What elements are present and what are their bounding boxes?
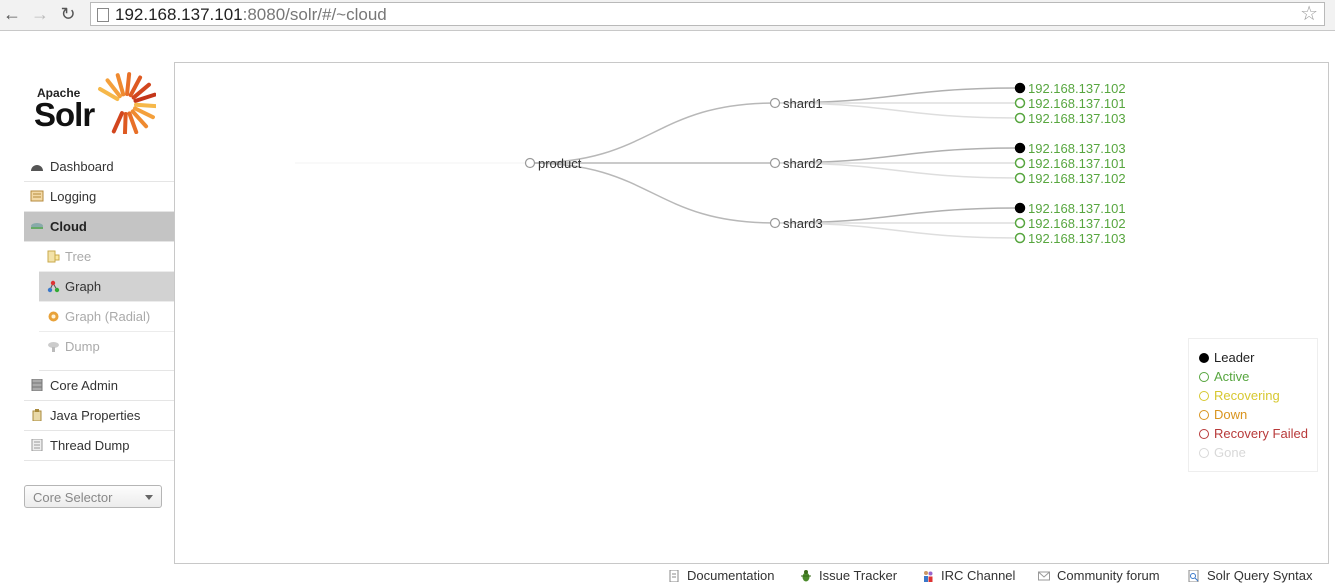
sidebar-item-logging[interactable]: Logging xyxy=(24,182,174,212)
bug-icon xyxy=(801,570,811,582)
legend-label: Gone xyxy=(1214,445,1246,460)
sidebar-subitem-dump[interactable]: Dump xyxy=(39,332,174,371)
sidebar-subitem-label: Graph xyxy=(65,279,102,294)
cloud-icon xyxy=(31,223,43,229)
replica-node[interactable] xyxy=(1014,97,1026,109)
footer-link-label: Solr Query Syntax xyxy=(1207,568,1313,583)
shard-node xyxy=(769,97,781,109)
logging-icon xyxy=(30,190,44,202)
java-properties-icon xyxy=(32,409,42,421)
shard-node xyxy=(769,217,781,229)
sidebar-item-java-properties[interactable]: Java Properties xyxy=(24,401,174,431)
replica-label[interactable]: 192.168.137.101 xyxy=(1028,201,1126,216)
sidebar-menu: Dashboard Logging Cloud Tree Graph Graph… xyxy=(24,152,174,461)
sidebar-item-core-admin[interactable]: Core Admin xyxy=(24,371,174,401)
chevron-down-icon xyxy=(145,495,153,500)
graph-icon xyxy=(47,280,60,293)
cloud-graph: productshard1192.168.137.102192.168.137.… xyxy=(295,81,1126,246)
replica-label[interactable]: 192.168.137.102 xyxy=(1028,216,1126,231)
sidebar-item-cloud[interactable]: Cloud xyxy=(24,212,174,242)
sidebar-subitem-tree[interactable]: Tree xyxy=(39,242,174,272)
sidebar-subitem-graph[interactable]: Graph xyxy=(39,272,174,302)
replica-label[interactable]: 192.168.137.103 xyxy=(1028,231,1126,246)
footer-links: Documentation Issue Tracker IRC Channel Com… xyxy=(0,566,1335,586)
legend-dot-icon xyxy=(1199,391,1209,401)
logo-apache-text: Apache xyxy=(37,86,81,100)
legend-label: Down xyxy=(1214,407,1248,422)
replica-node[interactable] xyxy=(1014,202,1026,214)
replica-label[interactable]: 192.168.137.103 xyxy=(1028,111,1126,126)
shard-label: shard1 xyxy=(783,96,823,111)
bookmark-star-icon[interactable]: ☆ xyxy=(1300,3,1318,25)
core-selector-label: Core Selector xyxy=(33,490,113,505)
legend-label: Active xyxy=(1214,369,1250,384)
replica-node[interactable] xyxy=(1014,232,1026,244)
core-selector-dropdown[interactable]: Core Selector xyxy=(24,485,162,508)
replica-label[interactable]: 192.168.137.101 xyxy=(1028,96,1126,111)
collection-label: product xyxy=(538,156,582,171)
replica-label[interactable]: 192.168.137.101 xyxy=(1028,156,1126,171)
collection-node xyxy=(524,157,536,169)
sidebar-item-label: Logging xyxy=(50,189,97,204)
tree-icon xyxy=(47,250,60,263)
browser-toolbar: ← → ↻ 192.168.137.101:8080/solr/#/~cloud… xyxy=(0,0,1335,31)
mail-icon xyxy=(1038,571,1050,581)
reload-icon[interactable]: ↻ xyxy=(60,4,76,24)
footer-link-label: Documentation xyxy=(687,568,775,583)
solr-logo[interactable]: Apache Solr xyxy=(34,70,159,134)
legend-dot-icon xyxy=(1199,410,1209,420)
footer-link-label: Community forum xyxy=(1057,568,1160,583)
back-arrow-icon[interactable]: ← xyxy=(3,4,21,24)
dashboard-icon xyxy=(31,165,43,171)
sidebar-subitem-label: Dump xyxy=(65,339,100,354)
legend-label: Leader xyxy=(1214,350,1255,365)
legend-label: Recovering xyxy=(1214,388,1280,403)
sun-rays-icon xyxy=(98,72,156,134)
shard-label: shard3 xyxy=(783,216,823,231)
replica-node[interactable] xyxy=(1014,172,1026,184)
sidebar-item-label: Cloud xyxy=(50,219,87,234)
shard-node xyxy=(769,157,781,169)
sidebar-subitem-label: Tree xyxy=(65,249,92,264)
sidebar-item-label: Java Properties xyxy=(50,408,141,423)
sidebar-subitem-label: Graph (Radial) xyxy=(65,309,151,324)
replica-node[interactable] xyxy=(1014,82,1026,94)
sidebar-item-label: Core Admin xyxy=(50,378,118,393)
shard-label: shard2 xyxy=(783,156,823,171)
legend-dot-icon xyxy=(1199,429,1209,439)
replica-label[interactable]: 192.168.137.102 xyxy=(1028,81,1126,96)
query-syntax-icon xyxy=(1188,570,1199,582)
page-icon xyxy=(97,8,109,22)
footer-link-label: IRC Channel xyxy=(941,568,1016,583)
legend-dot-icon xyxy=(1199,448,1209,458)
url-text: 192.168.137.101:8080/solr/#/~cloud xyxy=(115,5,387,24)
footer-link-label: Issue Tracker xyxy=(819,568,898,583)
sidebar-item-label: Dashboard xyxy=(50,159,114,174)
people-icon xyxy=(924,571,933,582)
dump-icon xyxy=(48,342,59,352)
address-bar[interactable]: 192.168.137.101:8080/solr/#/~cloud ☆ xyxy=(90,2,1325,26)
radial-icon xyxy=(48,311,59,322)
replica-label[interactable]: 192.168.137.103 xyxy=(1028,141,1126,156)
thread-dump-icon xyxy=(31,439,43,451)
legend-dot-icon xyxy=(1199,372,1209,382)
sidebar-item-thread-dump[interactable]: Thread Dump xyxy=(24,431,174,461)
sidebar-item-label: Thread Dump xyxy=(50,438,130,453)
logo-solr-text: Solr xyxy=(34,96,95,133)
document-icon xyxy=(669,570,679,582)
replica-node[interactable] xyxy=(1014,157,1026,169)
legend-dot-icon xyxy=(1199,353,1209,363)
legend-label: Recovery Failed xyxy=(1214,426,1308,441)
replica-node[interactable] xyxy=(1014,142,1026,154)
replica-node[interactable] xyxy=(1014,217,1026,229)
replica-label[interactable]: 192.168.137.102 xyxy=(1028,171,1126,186)
sidebar-subitem-graph-radial[interactable]: Graph (Radial) xyxy=(39,302,174,332)
core-admin-icon xyxy=(31,379,43,391)
sidebar-item-dashboard[interactable]: Dashboard xyxy=(24,152,174,182)
forward-arrow-icon[interactable]: → xyxy=(31,4,49,24)
replica-node[interactable] xyxy=(1014,112,1026,124)
